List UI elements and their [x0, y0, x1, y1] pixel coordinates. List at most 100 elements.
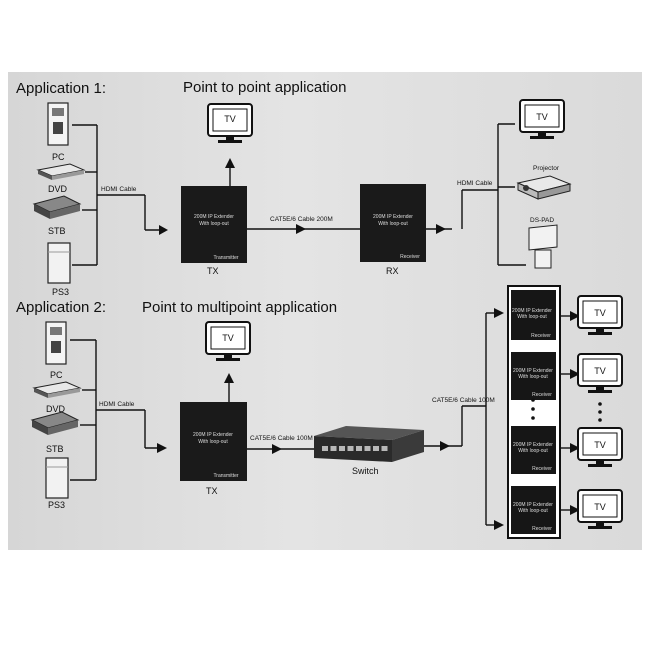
app1-loop-tv-label: TV	[224, 114, 236, 124]
switch-port	[322, 446, 328, 451]
app2-heading: Application 2:	[16, 299, 106, 316]
app1-rx-line2: With loop-out	[378, 221, 408, 227]
app2-receiver-1-line1: 200M IP Extender	[512, 308, 552, 314]
pc-icon	[45, 321, 67, 365]
app2-receiver-4	[511, 486, 556, 534]
switch-port	[356, 446, 362, 451]
app2-receiver-4-line2: With loop-out	[518, 508, 548, 514]
app2-subtitle: Point to multipoint application	[142, 299, 337, 316]
app2-receiver-3	[511, 426, 556, 474]
projector-icon	[516, 175, 572, 200]
app2-source-bracket	[70, 339, 165, 481]
app2-source-dvd: DVD	[46, 404, 66, 414]
app2-tv-2-label: TV	[594, 366, 606, 376]
rack-ellipsis	[531, 398, 535, 420]
app2-loop-tv-label: TV	[222, 333, 234, 343]
app1-arrow-in	[159, 225, 168, 235]
app2-receiver-2-line2: With loop-out	[518, 374, 548, 380]
ps3-console-icon	[45, 457, 69, 499]
dvd-player-icon	[36, 163, 86, 180]
switch-port	[381, 446, 388, 451]
app2-output-bracket	[461, 312, 498, 526]
switch-ports	[322, 446, 388, 451]
switch-port	[339, 446, 345, 451]
app2-source-ps3: PS3	[48, 500, 65, 510]
app1-source-dvd: DVD	[48, 184, 68, 194]
app2-out-link-label: CAT5E/6 Cable 100M	[432, 397, 495, 404]
network-switch-icon	[314, 426, 424, 462]
switch-port	[330, 446, 337, 451]
app1-arrow-loop	[225, 158, 235, 168]
app2-link-label: CAT5E/6 Cable 100M	[250, 435, 313, 442]
app1-projector-label: Projector	[533, 165, 560, 172]
app1-link-label: CAT5E/6 Cable 200M	[270, 216, 333, 223]
switch-label: Switch	[352, 466, 379, 476]
app2-receiver-3-tag: Receiver	[532, 466, 552, 472]
app2-tv-4-label: TV	[594, 502, 606, 512]
app1-rx-label: RX	[386, 266, 399, 276]
ps3-console-icon	[47, 242, 71, 284]
app1-source-bracket	[72, 124, 165, 266]
app2-tv-3-label: TV	[594, 440, 606, 450]
app1-arrow-out	[436, 224, 446, 234]
switch-port	[364, 446, 371, 451]
app2-arrow-bottom	[494, 520, 504, 530]
app2-receiver-2-tag: Receiver	[532, 392, 552, 398]
app1-tx-line1: 200M IP Extender	[194, 214, 234, 220]
rack-tv-links	[560, 315, 576, 511]
app2-receiver-1	[511, 290, 556, 340]
app1-source-pc: PC	[52, 152, 65, 162]
app1-arrow-link	[296, 224, 306, 234]
app2-source-pc: PC	[50, 370, 63, 380]
app2-tv-1-label: TV	[594, 308, 606, 318]
app2-tx-box	[180, 402, 247, 481]
tv-arrow-2	[570, 369, 580, 379]
dvd-player-icon	[32, 381, 82, 398]
app2-arrow-top	[494, 308, 504, 318]
stb-icon	[30, 411, 80, 435]
app2-tx-label: TX	[206, 486, 218, 496]
app1-tx-line2: With loop-out	[199, 221, 229, 227]
app2-tx-line1: 200M IP Extender	[193, 432, 233, 438]
app1-rx-tag: Receiver	[400, 254, 420, 260]
app2-receiver-3-line2: With loop-out	[518, 448, 548, 454]
tv-arrow-1	[570, 311, 580, 321]
app2-receiver-2-line1: 200M IP Extender	[513, 368, 553, 374]
app2-arrow-loop	[224, 373, 234, 383]
app1-hdmi-in-label: HDMI Cable	[101, 186, 137, 193]
app1-source-ps3: PS3	[52, 287, 69, 297]
pc-icon	[47, 102, 69, 146]
app1-heading: Application 1:	[16, 80, 106, 97]
app1-output-bracket	[461, 123, 526, 266]
app2-receiver-1-tag: Receiver	[531, 333, 551, 339]
app2-arrow-link	[272, 444, 282, 454]
app1-subtitle: Point to point application	[183, 79, 346, 96]
app2-arrow-in	[157, 443, 167, 453]
app1-source-stb: STB	[48, 226, 66, 236]
app2-receiver-4-tag: Receiver	[532, 526, 552, 532]
app2-tx-tag: Transmitter	[213, 473, 238, 479]
app2-tx-line2: With loop-out	[198, 439, 228, 445]
app2-arrow-out	[440, 441, 450, 451]
app1-output-tv-label: TV	[536, 112, 548, 122]
switch-port	[347, 446, 354, 451]
app1-hdmi-out-label: HDMI Cable	[457, 180, 493, 187]
switch-port	[373, 446, 379, 451]
app2-receiver-1-line2: With loop-out	[517, 314, 547, 320]
app2-source-stb: STB	[46, 444, 64, 454]
app1-tx-box	[181, 186, 247, 263]
stb-icon	[32, 195, 82, 219]
app1-rx-box	[360, 184, 426, 262]
app1-tx-tag: Transmitter	[213, 255, 238, 261]
tv-arrow-4	[570, 505, 580, 515]
app2-receiver-3-line1: 200M IP Extender	[513, 442, 553, 448]
app2-receiver-2	[511, 352, 556, 400]
ds-pad-kiosk-icon	[528, 224, 558, 269]
tv-ellipsis	[598, 402, 602, 422]
app2-receiver-4-line1: 200M IP Extender	[513, 502, 553, 508]
app1-ds-pad-label: DS-PAD	[530, 217, 554, 224]
app1-rx-line1: 200M IP Extender	[373, 214, 413, 220]
app2-hdmi-in-label: HDMI Cable	[99, 401, 135, 408]
app1-tx-label: TX	[207, 266, 219, 276]
